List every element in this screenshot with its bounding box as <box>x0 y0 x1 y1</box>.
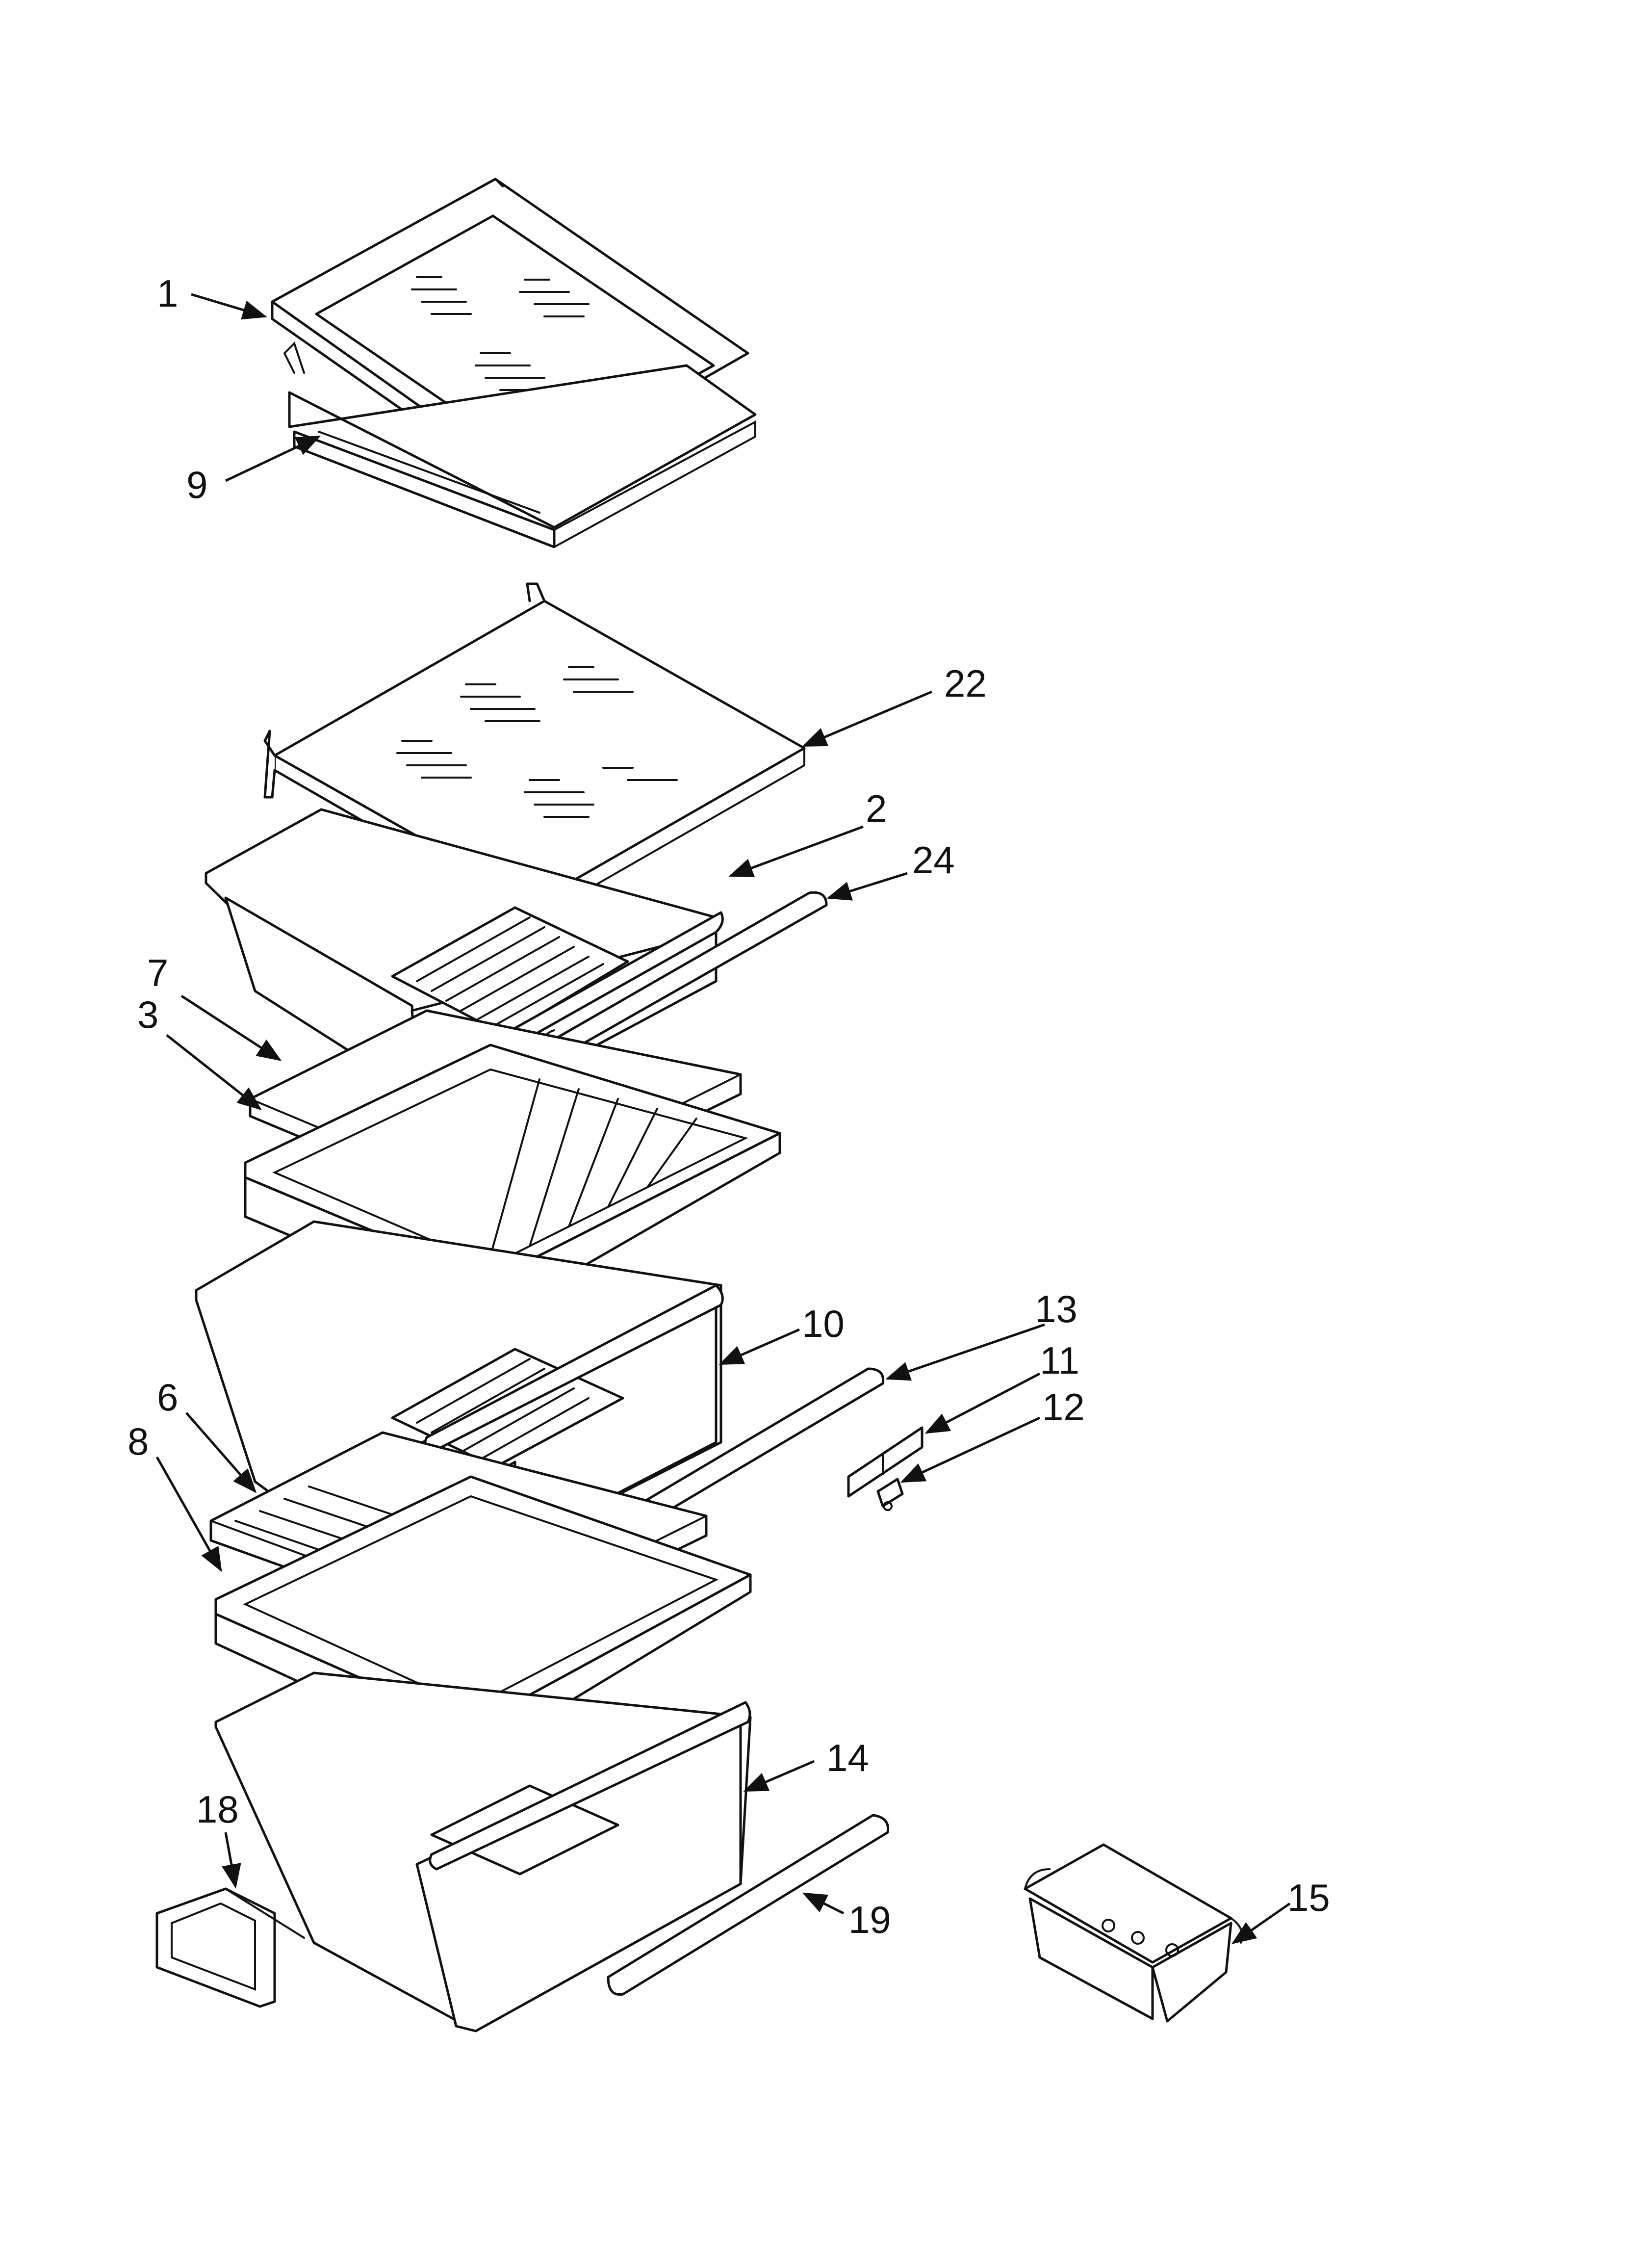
bin-part-15 <box>1024 1843 1243 2023</box>
frame-grid <box>489 1078 697 1257</box>
trim-part-19 <box>607 1814 890 1996</box>
leader-9 <box>225 435 321 482</box>
frame-part-9 <box>283 341 757 548</box>
control-part-11 <box>847 1426 924 1498</box>
callout-22: 22 <box>944 662 987 705</box>
callout-7: 7 <box>147 951 168 994</box>
callout-9: 9 <box>186 463 207 506</box>
drawer-part-14 <box>214 1671 752 2033</box>
callout-8: 8 <box>128 1420 149 1463</box>
leader-22 <box>802 690 932 747</box>
callout-10: 10 <box>802 1302 845 1345</box>
leader-2 <box>728 825 864 878</box>
callout-13: 13 <box>1035 1287 1078 1330</box>
callout-6: 6 <box>157 1376 178 1419</box>
callout-2: 2 <box>866 787 887 830</box>
callout-14: 14 <box>826 1736 869 1779</box>
callout-12: 12 <box>1042 1385 1085 1429</box>
callout-leaders <box>155 293 1291 1944</box>
glass-hatch <box>396 666 678 818</box>
callout-15: 15 <box>1287 1876 1330 1919</box>
callout-3: 3 <box>137 993 158 1036</box>
leader-18 <box>222 1832 241 1889</box>
leader-13 <box>885 1323 1045 1381</box>
leader-14 <box>743 1760 815 1792</box>
callout-24: 24 <box>912 838 955 882</box>
control-part-12 <box>876 1478 904 1511</box>
leader-7 <box>180 994 282 1061</box>
leader-24 <box>826 872 908 901</box>
glass-hatch <box>411 276 590 391</box>
label-part-18 <box>155 1887 305 2008</box>
leader-6 <box>185 1412 257 1493</box>
callout-11: 11 <box>1040 1339 1079 1382</box>
callout-1: 1 <box>157 272 178 315</box>
callout-19: 19 <box>848 1898 891 1941</box>
callout-18: 18 <box>196 1788 239 1831</box>
leader-3 <box>166 1034 262 1111</box>
callout-labels: 1 9 22 2 24 7 3 10 13 11 12 6 8 14 18 19… <box>128 272 1330 1941</box>
leader-1 <box>191 293 267 320</box>
leader-19 <box>802 1892 845 1915</box>
leader-12 <box>900 1416 1041 1483</box>
leader-8 <box>155 1456 222 1572</box>
leader-11 <box>924 1372 1041 1434</box>
leader-10 <box>718 1328 800 1365</box>
leader-15 <box>1231 1902 1291 1944</box>
grille <box>416 916 604 1029</box>
